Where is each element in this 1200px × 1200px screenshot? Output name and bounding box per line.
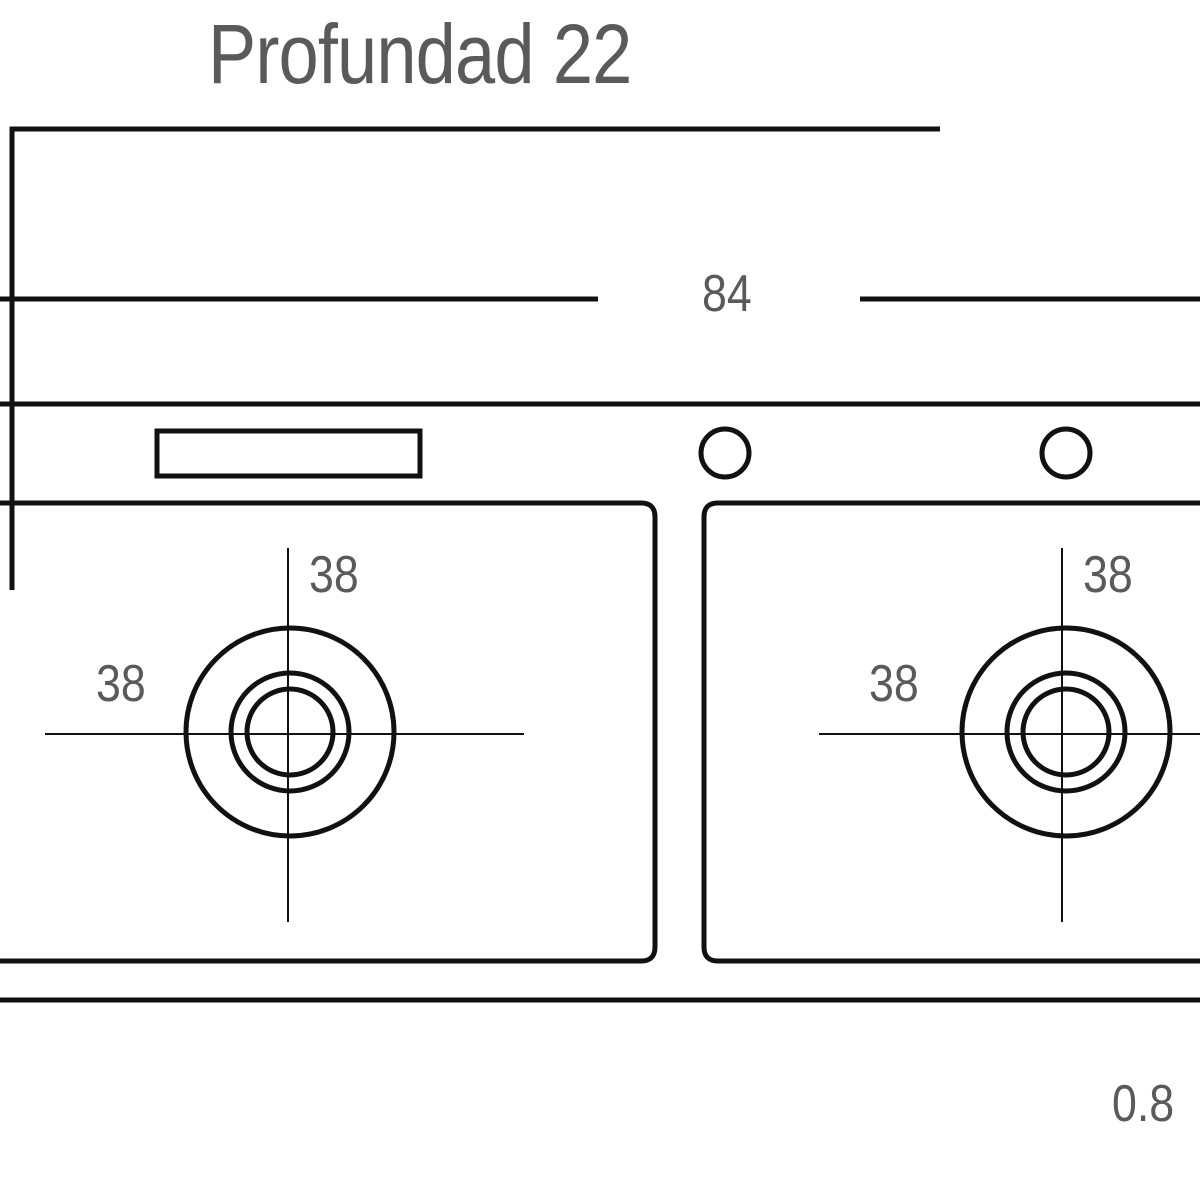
faucet-hole-left (698, 426, 752, 480)
bowl-right-outline (701, 500, 1200, 964)
drain-left-inner-ring (244, 686, 336, 778)
faucet-hole-right (1039, 426, 1093, 480)
drain-left-outer-ring (183, 625, 397, 839)
width-dimension-label: 84 (702, 265, 752, 323)
drain-right-middle-ring (1004, 670, 1128, 794)
depth-title: Profundad 22 (208, 7, 632, 101)
bowl-left-outline (0, 500, 658, 964)
drain-right-outer-ring (959, 625, 1173, 839)
bowl-right-vertical-dimension: 38 (1083, 546, 1133, 604)
drainer-slot (154, 428, 423, 479)
bowl-left-horizontal-dimension: 38 (96, 655, 146, 713)
drain-left-middle-ring (228, 670, 352, 794)
thickness-label: 0.8 (1112, 1075, 1175, 1133)
bowl-left-vertical-dimension: 38 (309, 546, 359, 604)
drain-right-inner-ring (1020, 686, 1112, 778)
bowl-right-horizontal-dimension: 38 (869, 655, 919, 713)
